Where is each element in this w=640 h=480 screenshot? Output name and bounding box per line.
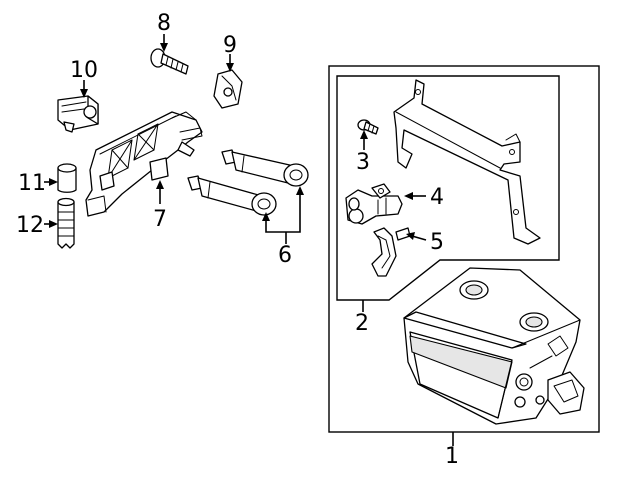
kit-mounting-bracket [393, 79, 541, 245]
part-11-cap [57, 163, 77, 193]
assembly-box [328, 65, 600, 433]
callout-8: 8 [157, 11, 171, 36]
part-1-reservoir [403, 267, 585, 425]
part-10-clip [57, 95, 99, 133]
part-7-bracket [85, 111, 203, 217]
kit-box [336, 75, 560, 301]
part-12-pin [57, 197, 75, 249]
part-5-hose [371, 227, 411, 277]
callout-4: 4 [430, 185, 444, 210]
callout-6: 6 [278, 243, 292, 268]
part-3-screw [357, 119, 379, 135]
callout-3: 3 [356, 150, 370, 175]
callout-2: 2 [355, 311, 369, 336]
part-4-pump [345, 183, 403, 225]
callout-9: 9 [223, 33, 237, 58]
leaders [44, 34, 454, 446]
part-6-nozzle-upper [221, 149, 309, 187]
part-9-nut-clip [213, 69, 243, 109]
callout-12: 12 [16, 213, 44, 238]
callout-7: 7 [153, 207, 167, 232]
callout-11: 11 [18, 171, 46, 196]
part-8-bolt [150, 48, 189, 75]
callout-1: 1 [445, 444, 459, 469]
callout-5: 5 [430, 230, 444, 255]
part-6-nozzle-lower [187, 175, 277, 216]
callout-10: 10 [70, 58, 98, 83]
